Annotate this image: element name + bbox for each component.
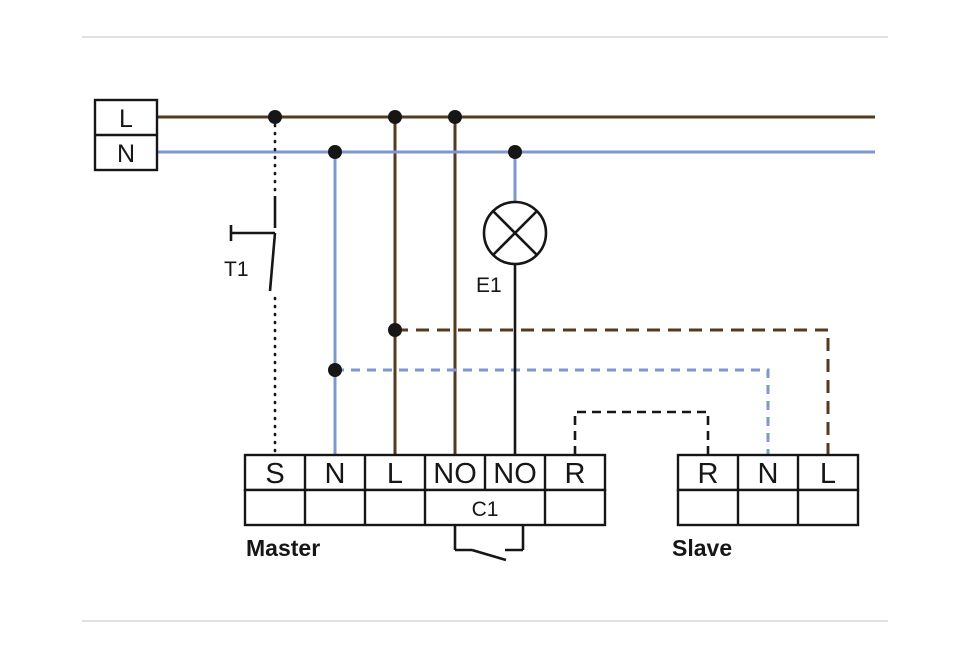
master-title: Master [246,535,320,561]
master-terminal-n-label: N [325,458,346,490]
master-terminal-no2-label: NO [493,458,537,490]
master-terminal-r-label: R [565,458,586,490]
junction-dot [328,363,342,377]
junction-dot [508,145,522,159]
slave-terminal-r-label: R [698,458,719,490]
lamp-cross-line-2 [492,210,538,256]
relay-contact-blade [471,548,507,562]
switch-blade [268,232,277,292]
l-to-slave-l-dashed-wire [395,328,830,455]
junction-dot [268,110,282,124]
relay-c1-label: C1 [472,498,499,521]
master-terminal-s-label: S [265,458,284,490]
junction-dots [268,110,522,377]
master-r-to-slave-r-dashed-wire [573,410,710,455]
supply-n-label: N [117,140,135,168]
labels: L N T1 E1 C1 S N L NO NO R R N L Master … [117,105,836,561]
master-terminal-l-label: L [387,458,403,490]
junction-dot [388,110,402,124]
master-terminal-no1-label: NO [433,458,477,490]
supply-l-label: L [119,105,133,133]
slave-terminal-l-label: L [820,458,836,490]
slave-terminal-row [676,453,860,492]
black-wires [229,115,710,562]
slave-title: Slave [672,535,732,561]
slave-terminal-n-label: N [758,458,779,490]
switch-t1-label: T1 [224,258,249,281]
junction-dot [328,145,342,159]
junction-dot [388,323,402,337]
slave-lower-row [676,488,860,527]
lamp-e1-label: E1 [476,274,502,297]
n-to-slave-n-dashed-wire [335,368,770,455]
terminal-boxes [93,98,860,527]
junction-dot [448,110,462,124]
